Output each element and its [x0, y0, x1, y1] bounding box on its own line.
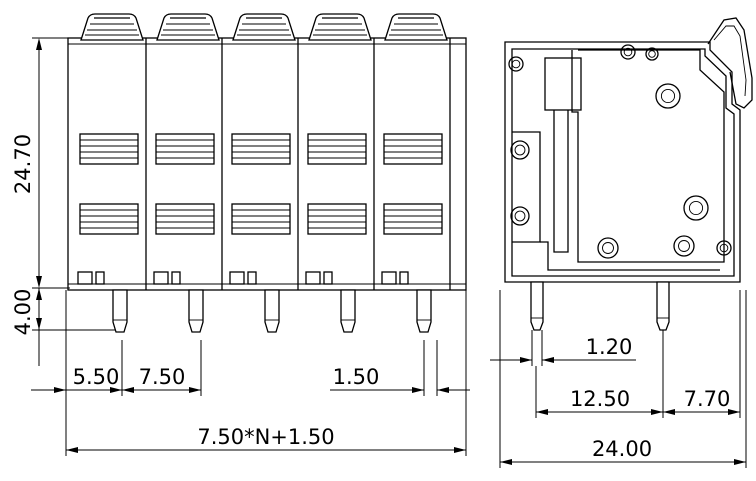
- bottom-tab: [381, 271, 397, 285]
- mounting-hole-inner: [514, 210, 526, 222]
- upper-slot: [79, 133, 139, 165]
- dim-pin-thickness: 1.20: [586, 335, 633, 359]
- front-unit: [221, 13, 296, 290]
- lever-top: [308, 13, 372, 41]
- side-view: [504, 17, 753, 331]
- bottom-tab: [153, 271, 169, 285]
- lower-slot: [307, 203, 367, 235]
- upper-slot: [155, 133, 215, 165]
- bottom-tab: [95, 271, 105, 285]
- side-spring-block: [544, 57, 582, 111]
- front-pin: [264, 289, 280, 333]
- bottom-tab: [399, 271, 409, 285]
- bottom-tab: [305, 271, 321, 285]
- side-pin: [656, 281, 670, 331]
- mounting-hole: [597, 237, 619, 259]
- bottom-tab: [323, 271, 333, 285]
- upper-slot: [307, 133, 367, 165]
- front-units: [77, 13, 451, 290]
- lower-slot: [79, 203, 139, 235]
- upper-slot: [231, 133, 291, 165]
- dim-height-pin: 4.00: [11, 289, 35, 336]
- upper-slot-lines: [384, 139, 442, 159]
- front-pin: [340, 289, 356, 333]
- mounting-hole-inner: [514, 144, 526, 156]
- mounting-hole-inner: [648, 50, 656, 58]
- mounting-hole-inner: [660, 88, 676, 104]
- side-spring-slot: [553, 110, 569, 253]
- lower-slot: [155, 203, 215, 235]
- lever-ribs: [389, 23, 443, 36]
- upper-slot-lines: [308, 139, 366, 159]
- front-unit: [373, 13, 448, 290]
- dim-pitch: 7.50: [139, 365, 186, 389]
- mounting-hole: [510, 206, 530, 226]
- mounting-hole-inner: [602, 242, 614, 254]
- upper-slot-lines: [80, 139, 138, 159]
- dim-total-length: 7.50*N+1.50: [197, 425, 334, 449]
- front-view: [67, 13, 467, 333]
- upper-slot-lines: [232, 139, 290, 159]
- dimensions: [31, 37, 747, 468]
- mounting-hole: [510, 140, 530, 160]
- mounting-hole: [508, 56, 524, 72]
- bottom-tab: [171, 271, 181, 285]
- mounting-hole: [645, 47, 659, 61]
- lower-slot: [231, 203, 291, 235]
- side-cavity-left: [512, 131, 541, 243]
- front-unit: [297, 13, 372, 290]
- side-holes: [508, 44, 732, 259]
- dim-rear-offset: 7.70: [684, 387, 731, 411]
- mounting-hole: [620, 44, 636, 60]
- side-cavity-lower: [540, 241, 720, 271]
- lever-top: [156, 13, 220, 41]
- upper-slot-lines: [156, 139, 214, 159]
- dim-pin-width: 1.50: [333, 365, 380, 389]
- front-unit: [77, 13, 144, 285]
- lower-slot-lines: [308, 209, 366, 229]
- lever-top: [232, 13, 296, 41]
- lower-slot-lines: [80, 209, 138, 229]
- front-pin: [416, 289, 432, 333]
- mounting-hole: [655, 83, 681, 109]
- lever-top: [80, 13, 144, 41]
- lever-ribs: [313, 23, 367, 36]
- mounting-hole: [673, 235, 695, 257]
- side-pins: [530, 281, 670, 331]
- mounting-hole: [716, 240, 732, 256]
- dim-pin-spacing: 12.50: [570, 387, 630, 411]
- lower-slot-lines: [384, 209, 442, 229]
- front-pin: [112, 289, 128, 333]
- side-cavity-main: [571, 49, 725, 263]
- side-lever-arm-inner: [713, 25, 747, 97]
- mounting-hole-inner: [511, 59, 521, 69]
- lever-ribs: [237, 23, 291, 36]
- dim-offset-first-pin: 5.50: [73, 365, 120, 389]
- lower-slot: [383, 203, 443, 235]
- bottom-tab: [247, 271, 257, 285]
- mounting-hole: [683, 195, 709, 221]
- lower-slot-lines: [232, 209, 290, 229]
- side-lever-arm: [707, 17, 753, 109]
- lever-top: [384, 13, 448, 41]
- front-pins: [112, 289, 432, 333]
- mounting-hole-inner: [688, 200, 704, 216]
- front-pin: [188, 289, 204, 333]
- lever-ribs: [85, 23, 139, 36]
- lever-ribs: [161, 23, 215, 36]
- lower-slot-lines: [156, 209, 214, 229]
- bottom-tab: [229, 271, 245, 285]
- mounting-hole-inner: [623, 47, 633, 57]
- mounting-hole-inner: [719, 243, 729, 253]
- side-housing-inner: [511, 48, 735, 277]
- side-pin: [530, 281, 544, 331]
- dim-total-depth: 24.00: [592, 437, 652, 461]
- side-housing-outline: [504, 41, 741, 283]
- front-unit: [145, 13, 220, 290]
- upper-slot: [383, 133, 443, 165]
- bottom-tab: [77, 271, 93, 285]
- dim-height-body: 24.70: [11, 134, 35, 194]
- mounting-hole-inner: [678, 240, 690, 252]
